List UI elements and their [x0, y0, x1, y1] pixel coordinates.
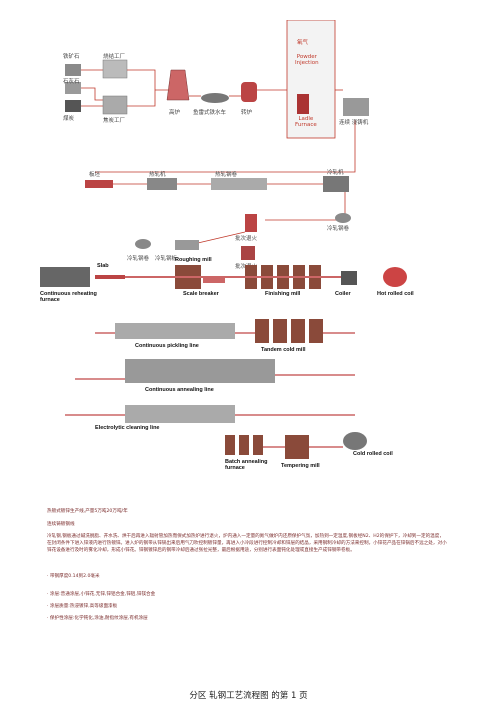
label-batch-annealing-furnace: Batch annealing furnace: [225, 459, 268, 471]
label-tempering-mill: Tempering mill: [281, 463, 320, 469]
coking-plant-icon: [102, 95, 128, 115]
blast-furnace-icon: [166, 69, 190, 101]
label-finishing-mill: Finishing mill: [265, 291, 301, 297]
cold-rolled-coil-icon: [335, 213, 351, 223]
top-diagram-graphics: [65, 19, 369, 260]
sinter-plant-icon: [102, 59, 128, 79]
label-limestone: 石灰石: [63, 79, 80, 85]
label-batch-annealing: 批次退火: [235, 236, 258, 242]
label-ladle-furnace: Ladle Furnace: [295, 116, 317, 128]
label-oxygen: 氧气: [297, 40, 309, 46]
converter-icon: [241, 82, 257, 102]
label-slab: 板坯: [89, 172, 101, 178]
cleaning-line-icon: [125, 405, 235, 423]
batch-annealing-2-icon: [241, 246, 255, 260]
label-tandem-cold-mill: Tandem cold mill: [261, 347, 306, 353]
hot-rolled-coil-icon: [383, 267, 407, 287]
bottom-diagram-graphics: [40, 265, 407, 459]
batch-annealing-furnaces: [225, 435, 263, 455]
hot-rolling-mill-icon: [147, 178, 177, 190]
label-sinter-plant: 烧结工厂: [103, 54, 126, 60]
continuous-caster-icon: [343, 98, 369, 116]
label-coking-plant: 焦炭工厂: [103, 118, 126, 124]
tandem-cold-mill-stands: [255, 319, 323, 343]
label-blast-furnace: 高炉: [169, 110, 181, 116]
torpedo-car-icon: [201, 93, 229, 103]
text-spec: · 带钢厚度0.14到2.0毫米: [47, 574, 100, 579]
slab-bar: [95, 275, 125, 279]
pickling-line-icon: [115, 323, 235, 339]
label-hot-rolled-coil: 热轧钢卷: [215, 172, 238, 178]
label-coiler: Coiler: [335, 291, 351, 297]
cold-rolled-coil-icon: [343, 432, 367, 450]
label-converter: 转炉: [241, 110, 253, 116]
label-powder-injection: Powder Injection: [295, 54, 319, 66]
label-cleaning-line: Electrolytic cleaning line: [95, 425, 160, 431]
text-line-2: 连续铸镀钢线: [47, 522, 75, 527]
coiler-icon: [341, 271, 357, 285]
label-annealing-line: Continuous annealing line: [145, 387, 214, 393]
label-torpedo-car: 鱼雷式铁水车: [193, 110, 227, 116]
iron-ore-pile: [65, 64, 81, 76]
label-slab: Slab: [97, 263, 109, 269]
hot-rolled-coil-icon: [211, 178, 267, 190]
cold-rolling-mill-icon: [323, 176, 349, 192]
label-hot-rolled-coil: Hot rolled coil: [377, 291, 414, 297]
label-hot-rolling-mill: 热轧机: [149, 172, 166, 178]
cold-sheet-icon: [175, 240, 199, 250]
bottom-process-diagram: Slab Roughing mill Continuous reheating …: [35, 255, 435, 480]
label-iron-ore: 铁矿石: [63, 54, 80, 60]
tempering-mill-icon: [285, 435, 309, 459]
label-cold-rolled-coil: Cold rolled coil: [353, 451, 393, 457]
label-roughing-mill: Roughing mill: [175, 257, 212, 263]
label-cold-rolling-mill: 冷轧机: [327, 170, 344, 176]
reheating-furnace-icon: [40, 267, 90, 287]
label-scale-breaker: Scale breaker: [183, 291, 219, 297]
scale-breaker-icon: [203, 277, 225, 283]
text-item-2: · 涂层质量:热浸镀锌,高等级面漆板: [47, 604, 118, 609]
label-cold-sheet: 冷轧钢板: [155, 256, 178, 262]
text-item-1: · 涂层:普通涂层,小锌花,无锌,锌铝合金,锌铝,锌镁合金: [47, 592, 156, 597]
batch-annealing-icon: [245, 214, 257, 232]
label-pickling-line: Continuous pickling line: [135, 343, 199, 349]
coal-pile: [65, 100, 81, 112]
limestone-pile: [65, 82, 81, 94]
annealing-line-icon: [125, 359, 275, 383]
label-coal: 煤炭: [63, 116, 75, 122]
text-item-3: · 保护性涂层:化学钝化,涂油,耐指纹涂层,有机涂层: [47, 616, 148, 621]
ladle-icon: [297, 94, 309, 114]
page-footer: 分区 轧钢工艺流程图 的第 1 页: [189, 691, 308, 701]
label-reheating-furnace: Continuous reheating furnace: [40, 291, 97, 303]
label-cold-rolled-coil: 冷轧钢卷: [327, 226, 350, 232]
text-paragraph: 冷轧钢,钢板通过碱洗脱脂、开水洗、烘干后再进入辐射管加热而保式加热炉进行退火，炉…: [47, 534, 447, 553]
label-cold-coil-2: 冷轧钢卷: [127, 256, 150, 262]
slab-icon: [85, 180, 113, 188]
secondary-metallurgy-box: [286, 19, 336, 139]
label-continuous-caster: 连续 浇铸机: [339, 120, 369, 126]
cold-coil-2-icon: [135, 239, 151, 249]
top-process-diagram: 铁矿石 石灰石 煤炭 烧结工厂 焦炭工厂 高炉 鱼雷式铁水车 转炉 氧气 Pow…: [55, 19, 375, 270]
text-line-1: 热镀式镀锌生产线,产量5万吨20万吨/年: [47, 509, 128, 514]
